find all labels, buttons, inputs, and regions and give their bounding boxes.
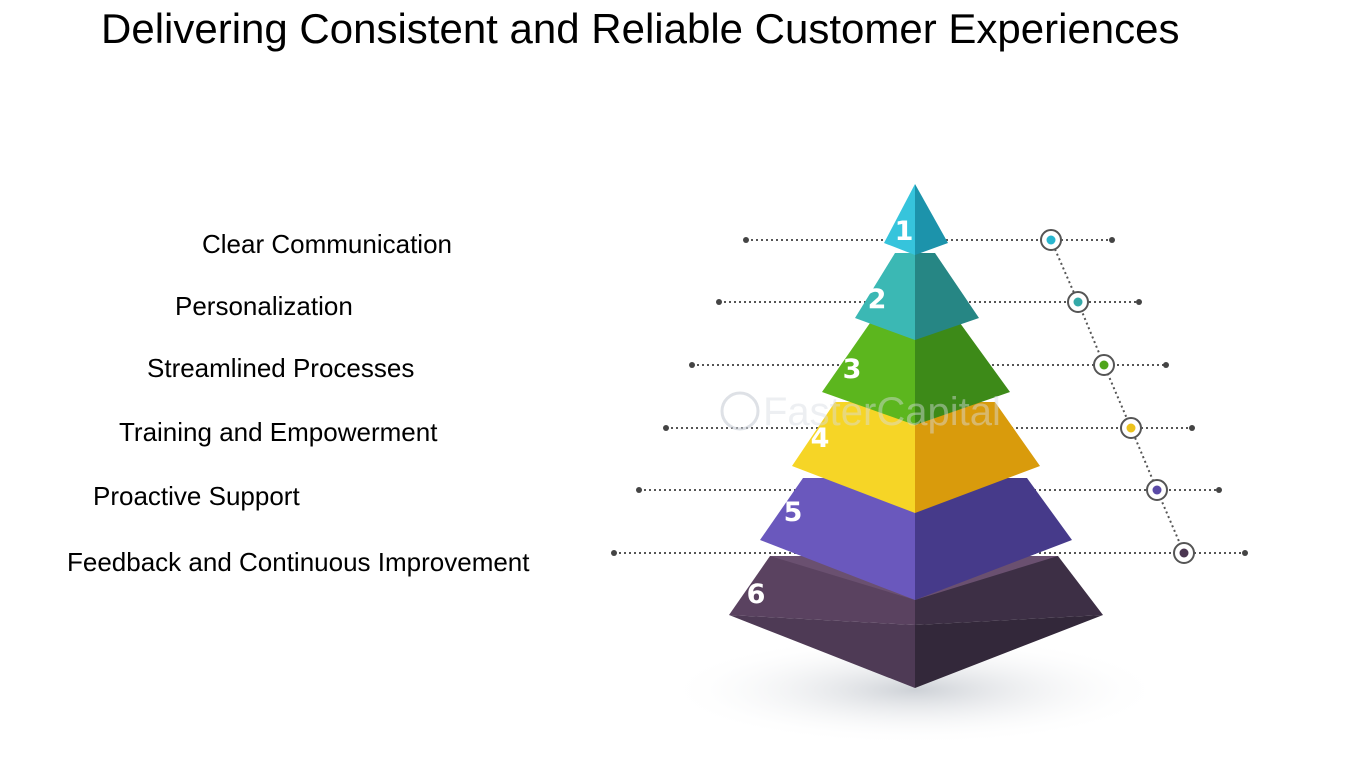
- level-5-label: Proactive Support: [93, 481, 300, 511]
- level-1-number: 1: [895, 216, 914, 247]
- level-4-label: Training and Empowerment: [119, 417, 438, 447]
- marker-5: [1146, 479, 1168, 501]
- pyramid-shadow: [665, 635, 1165, 745]
- marker-4: [1120, 417, 1142, 439]
- level-2-number: 2: [868, 284, 887, 315]
- level-6-number: 6: [747, 579, 766, 610]
- marker-1: [1040, 229, 1062, 251]
- watermark: FasterCapital: [720, 390, 1001, 434]
- level-5-number: 5: [784, 497, 803, 528]
- level-1-label: Clear Communication: [202, 229, 452, 259]
- pyramid-level-2: 2: [855, 253, 979, 340]
- pyramid-level-1: 1: [884, 184, 948, 255]
- watermark-text: FasterCapital: [763, 390, 1001, 434]
- marker-3: [1093, 354, 1115, 376]
- pyramid-level-3: 3: [822, 323, 1010, 425]
- page-title: Delivering Consistent and Reliable Custo…: [101, 5, 1180, 52]
- level-3-label: Streamlined Processes: [147, 353, 415, 383]
- pyramid-level-4: 4: [792, 402, 1040, 513]
- watermark-gear-icon: [720, 391, 760, 431]
- level-2-label: Personalization: [175, 291, 353, 321]
- level-6-label: Feedback and Continuous Improvement: [67, 547, 530, 577]
- connector-endpoints: [611, 237, 1248, 556]
- marker-2: [1067, 291, 1089, 313]
- marker-6: [1173, 542, 1195, 564]
- pyramid-level-5: 5: [760, 478, 1072, 600]
- level-3-number: 3: [843, 354, 862, 385]
- level-markers: [1040, 229, 1195, 564]
- level-4-number: 4: [811, 423, 830, 454]
